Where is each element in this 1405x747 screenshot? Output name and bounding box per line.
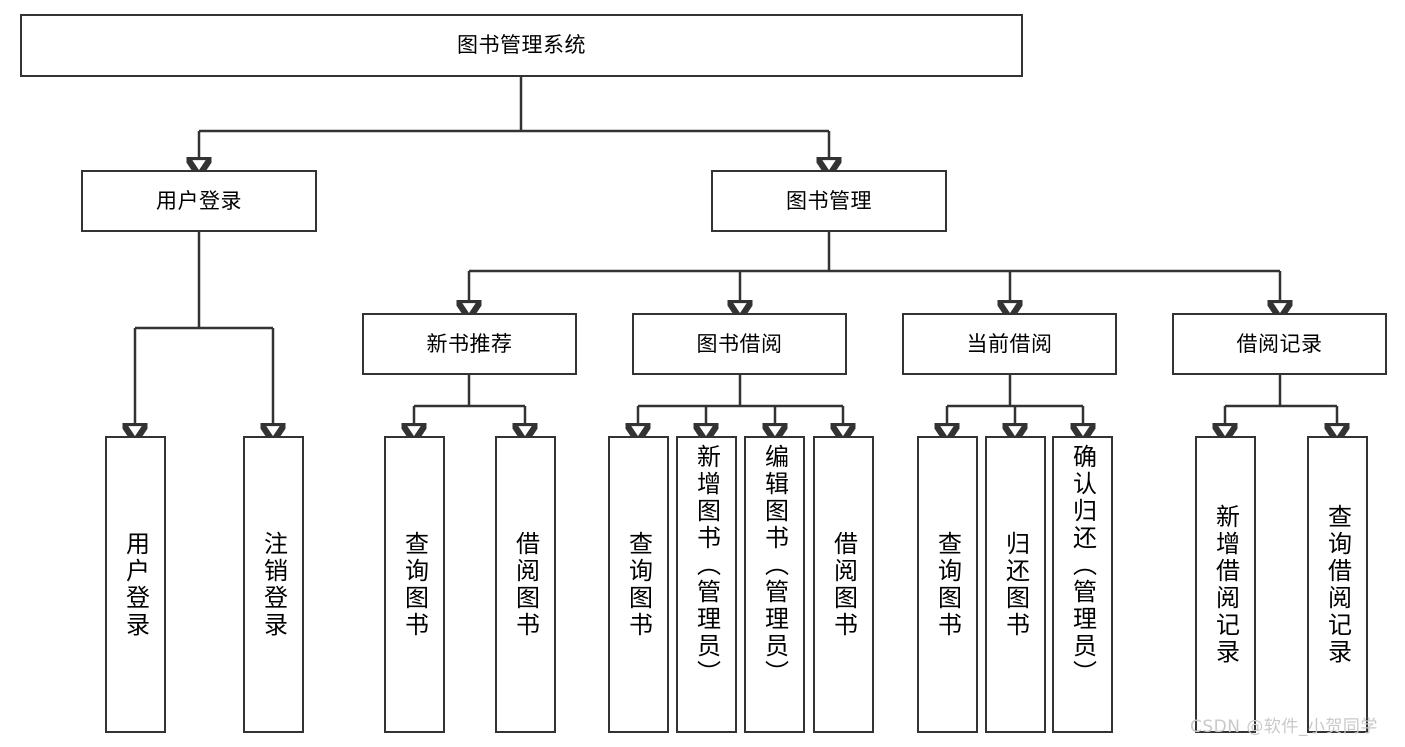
leaf-current-borrow-query-book[interactable]: 查询图书: [917, 436, 978, 733]
leaf-current-borrow-return-book[interactable]: 归还图书: [985, 436, 1046, 733]
node-label: 借阅记录: [1236, 331, 1323, 356]
node-label: 用户登录: [121, 530, 150, 639]
node-label: 归还图书: [1001, 530, 1030, 639]
node-label: 编辑图书（管理员）: [760, 444, 789, 687]
node-label: 新增图书（管理员）: [692, 444, 721, 687]
node-label: 当前借阅: [966, 331, 1053, 356]
node-label: 用户登录: [156, 188, 242, 213]
node-label: 借阅图书: [511, 530, 540, 639]
node-label: 确认归还（管理员）: [1068, 444, 1097, 687]
node-borrowing-record[interactable]: 借阅记录: [1172, 313, 1387, 375]
leaf-book-borrow-add-book-admin[interactable]: 新增图书（管理员）: [676, 436, 737, 733]
node-book-borrowing[interactable]: 图书借阅: [632, 313, 847, 375]
node-book-management[interactable]: 图书管理: [711, 170, 947, 232]
node-label: 新增借阅记录: [1211, 503, 1240, 666]
node-label: 查询图书: [624, 530, 653, 639]
node-label: 查询图书: [933, 530, 962, 639]
node-label: 注销登录: [259, 530, 288, 639]
node-label: 图书借阅: [696, 331, 783, 356]
node-current-borrowing[interactable]: 当前借阅: [902, 313, 1117, 375]
leaf-user-login-login[interactable]: 用户登录: [105, 436, 166, 733]
leaf-current-borrow-confirm-return-admin[interactable]: 确认归还（管理员）: [1052, 436, 1113, 733]
leaf-new-book-query-book[interactable]: 查询图书: [384, 436, 445, 733]
leaf-user-login-logout[interactable]: 注销登录: [243, 436, 304, 733]
node-label: 借阅图书: [829, 530, 858, 639]
node-label: 图书管理系统: [457, 33, 586, 58]
leaf-book-borrow-edit-book-admin[interactable]: 编辑图书（管理员）: [744, 436, 805, 733]
node-user-login[interactable]: 用户登录: [81, 170, 317, 232]
leaf-borrow-record-add-record[interactable]: 新增借阅记录: [1195, 436, 1256, 733]
leaf-book-borrow-borrow-book[interactable]: 借阅图书: [813, 436, 874, 733]
node-root-book-management-system[interactable]: 图书管理系统: [20, 14, 1023, 77]
node-label: 查询借阅记录: [1323, 503, 1352, 666]
leaf-new-book-borrow-book[interactable]: 借阅图书: [495, 436, 556, 733]
node-label: 新书推荐: [426, 331, 513, 356]
node-label: 图书管理: [786, 188, 872, 213]
leaf-borrow-record-query-record[interactable]: 查询借阅记录: [1307, 436, 1368, 733]
node-label: 查询图书: [400, 530, 429, 639]
node-new-book-recommendation[interactable]: 新书推荐: [362, 313, 577, 375]
leaf-book-borrow-query-book[interactable]: 查询图书: [608, 436, 669, 733]
csdn-watermark: CSDN @软件_小贺同学: [1190, 717, 1378, 737]
